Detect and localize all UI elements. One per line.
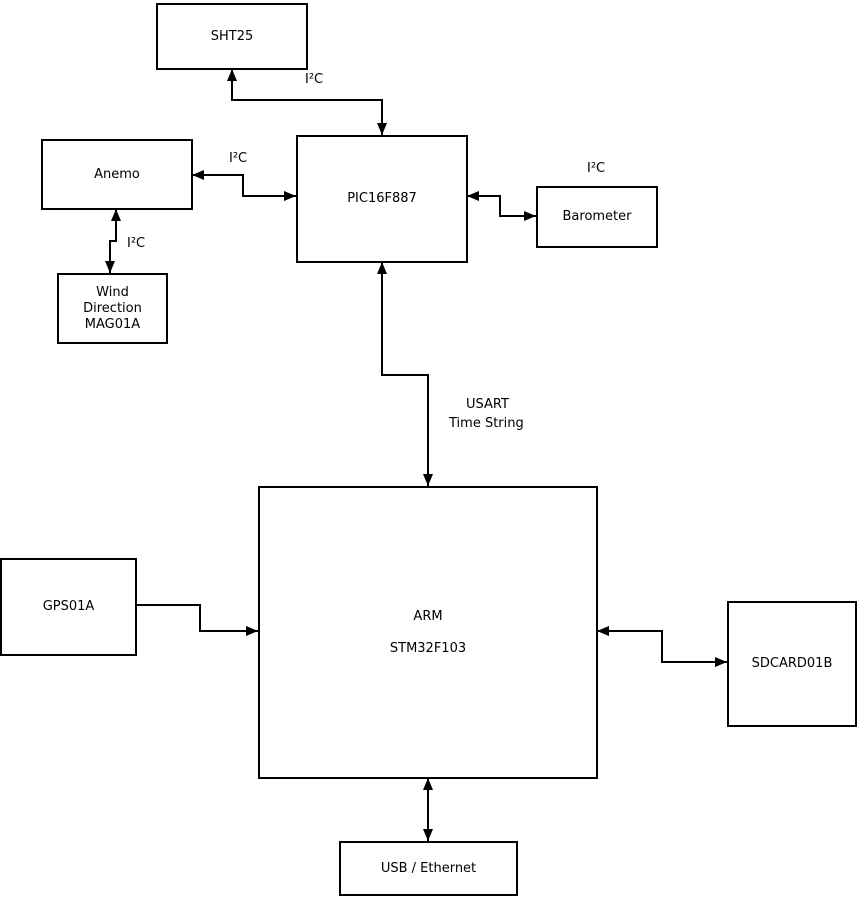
- connector-anemo-winddirection: [105, 209, 121, 273]
- label-i2c-anemo: I²C: [229, 151, 248, 166]
- connector-pic-barometer: [467, 191, 536, 221]
- block-anemo-label: Anemo: [94, 166, 140, 182]
- label-i2c-wind-direction: I²C: [127, 236, 146, 251]
- connector-arm-sdcard: [597, 626, 727, 667]
- block-sht25: SHT25: [156, 3, 308, 70]
- block-usb-ethernet: USB / Ethernet: [339, 841, 518, 896]
- block-wind-direction-label: Wind Direction MAG01A: [83, 284, 142, 332]
- connector-gps-arm: [136, 604, 258, 636]
- block-pic16f887-label: PIC16F887: [347, 191, 417, 206]
- block-anemo: Anemo: [41, 139, 193, 210]
- block-barometer: Barometer: [536, 186, 658, 248]
- connector-anemo-pic: [192, 170, 296, 201]
- block-arm: ARM STM32F103: [258, 486, 598, 779]
- block-arm-subtitle: STM32F103: [389, 640, 467, 656]
- block-sdcard01b-label: SDCARD01B: [751, 656, 833, 671]
- label-i2c-sht25: I²C: [305, 72, 324, 87]
- block-pic16f887: PIC16F887: [296, 135, 468, 263]
- block-usb-ethernet-label: USB / Ethernet: [380, 860, 477, 876]
- block-arm-title: ARM: [413, 608, 443, 624]
- block-gps01a-label: GPS01A: [42, 599, 95, 614]
- label-time-string: Time String: [449, 416, 524, 431]
- block-sdcard01b: SDCARD01B: [727, 601, 857, 727]
- label-usart: USART: [466, 397, 509, 412]
- connector-sht25-pic: [227, 69, 387, 135]
- block-wind-direction: Wind Direction MAG01A: [57, 273, 168, 344]
- block-barometer-label: Barometer: [562, 209, 632, 224]
- block-sht25-label: SHT25: [210, 28, 254, 44]
- connector-pic-arm: [377, 262, 433, 486]
- label-i2c-barometer: I²C: [587, 161, 606, 176]
- block-gps01a: GPS01A: [0, 558, 137, 656]
